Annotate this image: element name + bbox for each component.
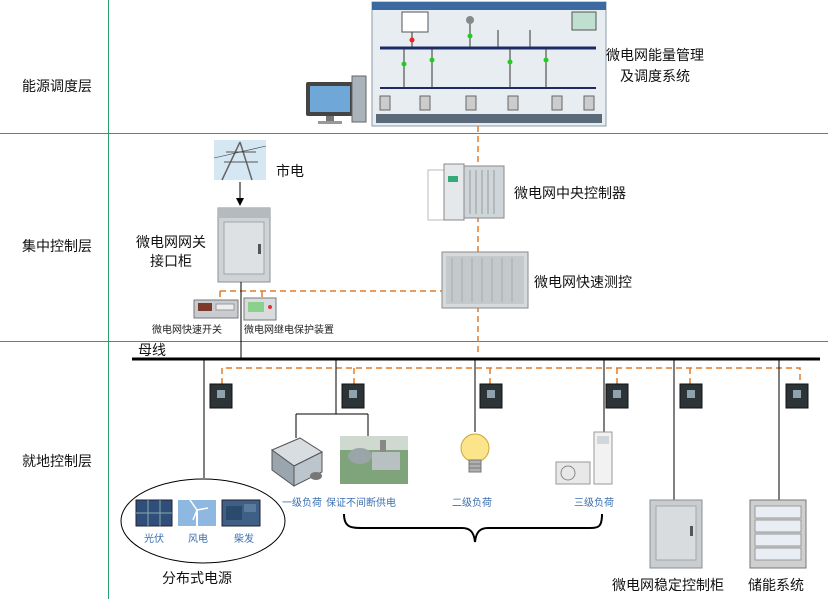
layer-label-local: 就地控制层 <box>22 454 92 470</box>
load3-label: 三级负荷 <box>574 498 614 509</box>
scada-screen-image <box>371 1 607 127</box>
layer-column-divider <box>108 0 109 599</box>
layer-divider-bottom <box>0 341 828 342</box>
feeder-lines <box>203 359 780 500</box>
relay-protection-label: 微电网继电保护装置 <box>244 325 334 336</box>
gateway-cabinet-label-line2: 接口柜 <box>150 254 192 270</box>
load2-label: 二级负荷 <box>452 498 492 509</box>
air-conditioner-icon <box>555 431 613 485</box>
arrow-head-icon <box>236 198 244 206</box>
pv-label: 光伏 <box>144 534 164 545</box>
industrial-plant-image <box>340 436 408 484</box>
communication-links <box>219 126 801 384</box>
gateway-cabinet-label-line1: 微电网网关 <box>136 235 206 251</box>
diesel-generator-image <box>221 499 261 527</box>
fast-monitor-label: 微电网快速测控 <box>534 275 632 291</box>
fast-monitor-rack-image <box>441 251 529 309</box>
layer-label-energy: 能源调度层 <box>22 79 92 95</box>
fast-switch-label: 微电网快速开关 <box>152 325 222 336</box>
distributed-generation-label: 分布式电源 <box>162 571 232 587</box>
load1-label: 一级负荷 <box>282 498 322 509</box>
diesel-label: 柴发 <box>234 534 254 545</box>
bus-label: 母线 <box>138 343 166 359</box>
wind-turbine-image <box>178 499 216 526</box>
breaker-handles <box>217 390 801 398</box>
pv-panel-image <box>135 499 173 527</box>
workstation-computer-image <box>306 75 367 124</box>
server-icon <box>270 437 324 487</box>
ups-label: 保证不间断供电 <box>326 498 396 509</box>
gateway-cabinet-image <box>217 207 271 283</box>
stability-cabinet-label: 微电网稳定控制柜 <box>612 578 724 594</box>
energy-storage-label: 储能系统 <box>748 578 804 594</box>
wind-label: 风电 <box>188 534 208 545</box>
fast-switch-device-image <box>193 299 239 319</box>
distributed-generation-group <box>120 478 286 564</box>
layer-label-central: 集中控制层 <box>22 239 92 255</box>
central-controller-image <box>427 163 505 221</box>
grid-pylon-image <box>213 140 267 181</box>
light-bulb-icon <box>460 433 490 473</box>
stability-cabinet-image <box>649 499 703 569</box>
ems-label-line1: 微电网能量管理 <box>606 48 704 64</box>
grid-label: 市电 <box>276 164 304 180</box>
load-group-brace <box>343 513 603 543</box>
energy-storage-image <box>749 499 807 569</box>
relay-protection-device-image <box>243 297 277 321</box>
central-controller-label: 微电网中央控制器 <box>514 186 626 202</box>
breaker-icons <box>209 383 809 409</box>
ems-label-line2: 及调度系统 <box>620 69 690 85</box>
layer-divider-top <box>0 133 828 134</box>
